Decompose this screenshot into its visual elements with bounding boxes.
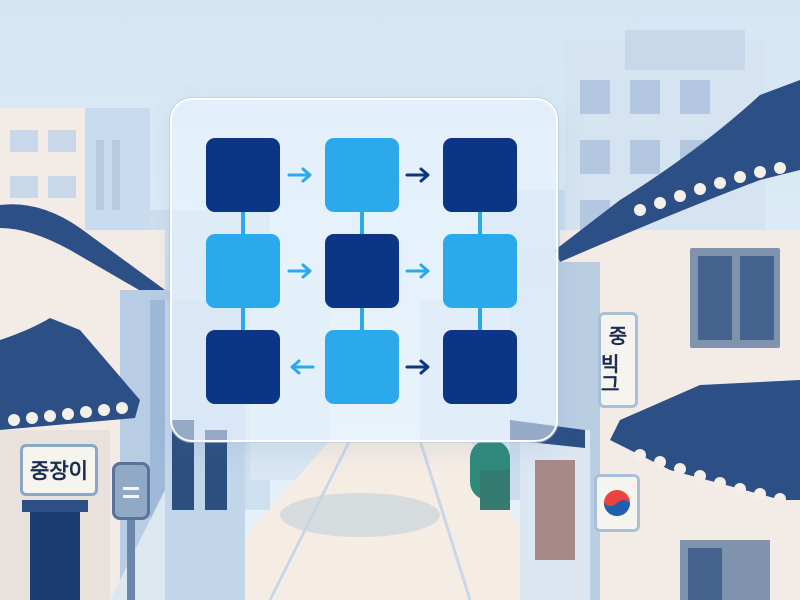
connector-col1-b xyxy=(241,306,245,330)
left-shop-sign: 중장이 xyxy=(20,444,98,496)
right-sign-line-1: 중 xyxy=(608,324,628,348)
node-r1c1 xyxy=(206,138,280,212)
flag-badge xyxy=(594,474,640,532)
connector-col1-a xyxy=(241,210,245,234)
taegeuk-icon xyxy=(604,490,630,516)
node-r3c3 xyxy=(443,330,517,404)
right-sign-line-2: 빅그 xyxy=(601,352,620,396)
node-r2c3 xyxy=(443,234,517,308)
arrow-icon xyxy=(287,167,312,183)
equals-sign-icon xyxy=(112,462,150,520)
node-r3c1 xyxy=(206,330,280,404)
connector-col2-a xyxy=(360,210,364,234)
node-r2c1 xyxy=(206,234,280,308)
node-r2c2 xyxy=(325,234,399,308)
arrow-icon xyxy=(287,263,312,279)
arrow-icon xyxy=(405,263,430,279)
right-front-roof xyxy=(610,380,800,600)
node-r3c2 xyxy=(325,330,399,404)
arrow-icon xyxy=(405,167,430,183)
connector-col3-b xyxy=(478,306,482,330)
right-vertical-sign: 중 빅그 xyxy=(598,312,638,408)
connector-col3-a xyxy=(478,210,482,234)
node-r1c2 xyxy=(325,138,399,212)
sign-post xyxy=(127,520,135,600)
connector-col2-b xyxy=(360,306,364,330)
arrow-icon xyxy=(290,359,315,375)
node-r1c3 xyxy=(443,138,517,212)
arrow-icon xyxy=(405,359,430,375)
